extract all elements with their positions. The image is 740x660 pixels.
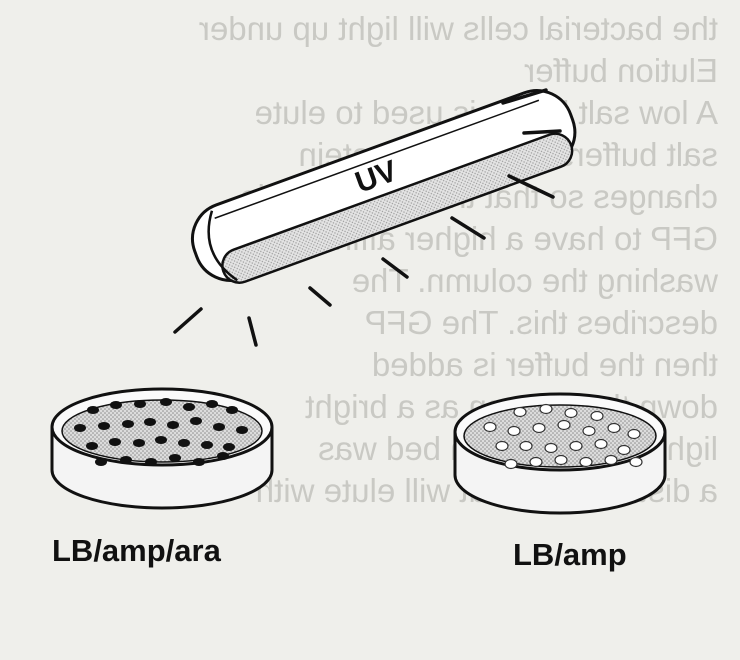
petri-dish-lb-amp bbox=[453, 392, 667, 515]
dark-colony bbox=[226, 406, 238, 414]
light-colony bbox=[507, 425, 521, 437]
dark-colony bbox=[144, 418, 156, 426]
light-colony bbox=[519, 440, 533, 452]
dark-colony bbox=[201, 441, 213, 449]
light-colony bbox=[504, 458, 518, 470]
light-ray bbox=[522, 129, 562, 135]
dark-colony bbox=[145, 458, 157, 466]
dark-colony bbox=[236, 426, 248, 434]
dark-colony bbox=[98, 422, 110, 430]
light-colony bbox=[529, 456, 543, 468]
dark-colony bbox=[206, 400, 218, 408]
petri-dish-lb-amp-ara bbox=[50, 387, 274, 510]
plate-label-lb-amp: LB/amp bbox=[513, 537, 627, 572]
dark-colony bbox=[217, 452, 229, 460]
uv-lamp: UV bbox=[191, 89, 577, 284]
dark-colony bbox=[95, 458, 107, 466]
light-colony bbox=[564, 407, 578, 419]
dark-colony bbox=[190, 417, 202, 425]
light-colony bbox=[483, 421, 497, 433]
light-colony bbox=[582, 425, 596, 437]
dark-colony bbox=[87, 406, 99, 414]
dark-colony bbox=[109, 438, 121, 446]
uv-bulb-window bbox=[221, 132, 574, 284]
dark-colonies bbox=[74, 398, 248, 466]
light-colony bbox=[554, 454, 568, 466]
dark-colony bbox=[110, 401, 122, 409]
light-colonies bbox=[483, 403, 643, 470]
dark-colony bbox=[133, 439, 145, 447]
light-colony bbox=[579, 456, 593, 468]
dark-colony bbox=[167, 421, 179, 429]
light-colony bbox=[532, 422, 546, 434]
dark-colony bbox=[122, 420, 134, 428]
light-colony bbox=[617, 444, 631, 456]
light-ray bbox=[450, 216, 486, 240]
light-colony bbox=[594, 438, 608, 450]
dark-colony bbox=[120, 456, 132, 464]
dark-colony bbox=[183, 403, 195, 411]
dark-colony bbox=[155, 436, 167, 444]
light-colony bbox=[539, 403, 553, 415]
light-colony bbox=[604, 454, 618, 466]
light-colony bbox=[495, 440, 509, 452]
light-colony bbox=[544, 442, 558, 454]
light-ray bbox=[247, 316, 258, 347]
dark-colony bbox=[134, 400, 146, 408]
plate-label-lb-amp-ara: LB/amp/ara bbox=[52, 533, 221, 568]
light-ray bbox=[381, 257, 409, 279]
light-ray bbox=[173, 307, 203, 334]
light-colony bbox=[569, 440, 583, 452]
uv-light-rays bbox=[173, 88, 562, 347]
dark-colony bbox=[193, 458, 205, 466]
light-colony bbox=[513, 406, 527, 418]
dark-colony bbox=[213, 423, 225, 431]
light-ray bbox=[308, 286, 332, 307]
light-colony bbox=[607, 422, 621, 434]
light-colony bbox=[629, 456, 643, 468]
light-ray bbox=[501, 88, 548, 105]
dark-colony bbox=[223, 443, 235, 451]
dark-colony bbox=[169, 454, 181, 462]
light-colony bbox=[627, 428, 641, 440]
light-colony bbox=[557, 419, 571, 431]
light-colony bbox=[590, 410, 604, 422]
light-ray bbox=[507, 174, 555, 199]
dark-colony bbox=[74, 424, 86, 432]
dark-colony bbox=[178, 439, 190, 447]
dark-colony bbox=[86, 442, 98, 450]
dark-colony bbox=[160, 398, 172, 406]
